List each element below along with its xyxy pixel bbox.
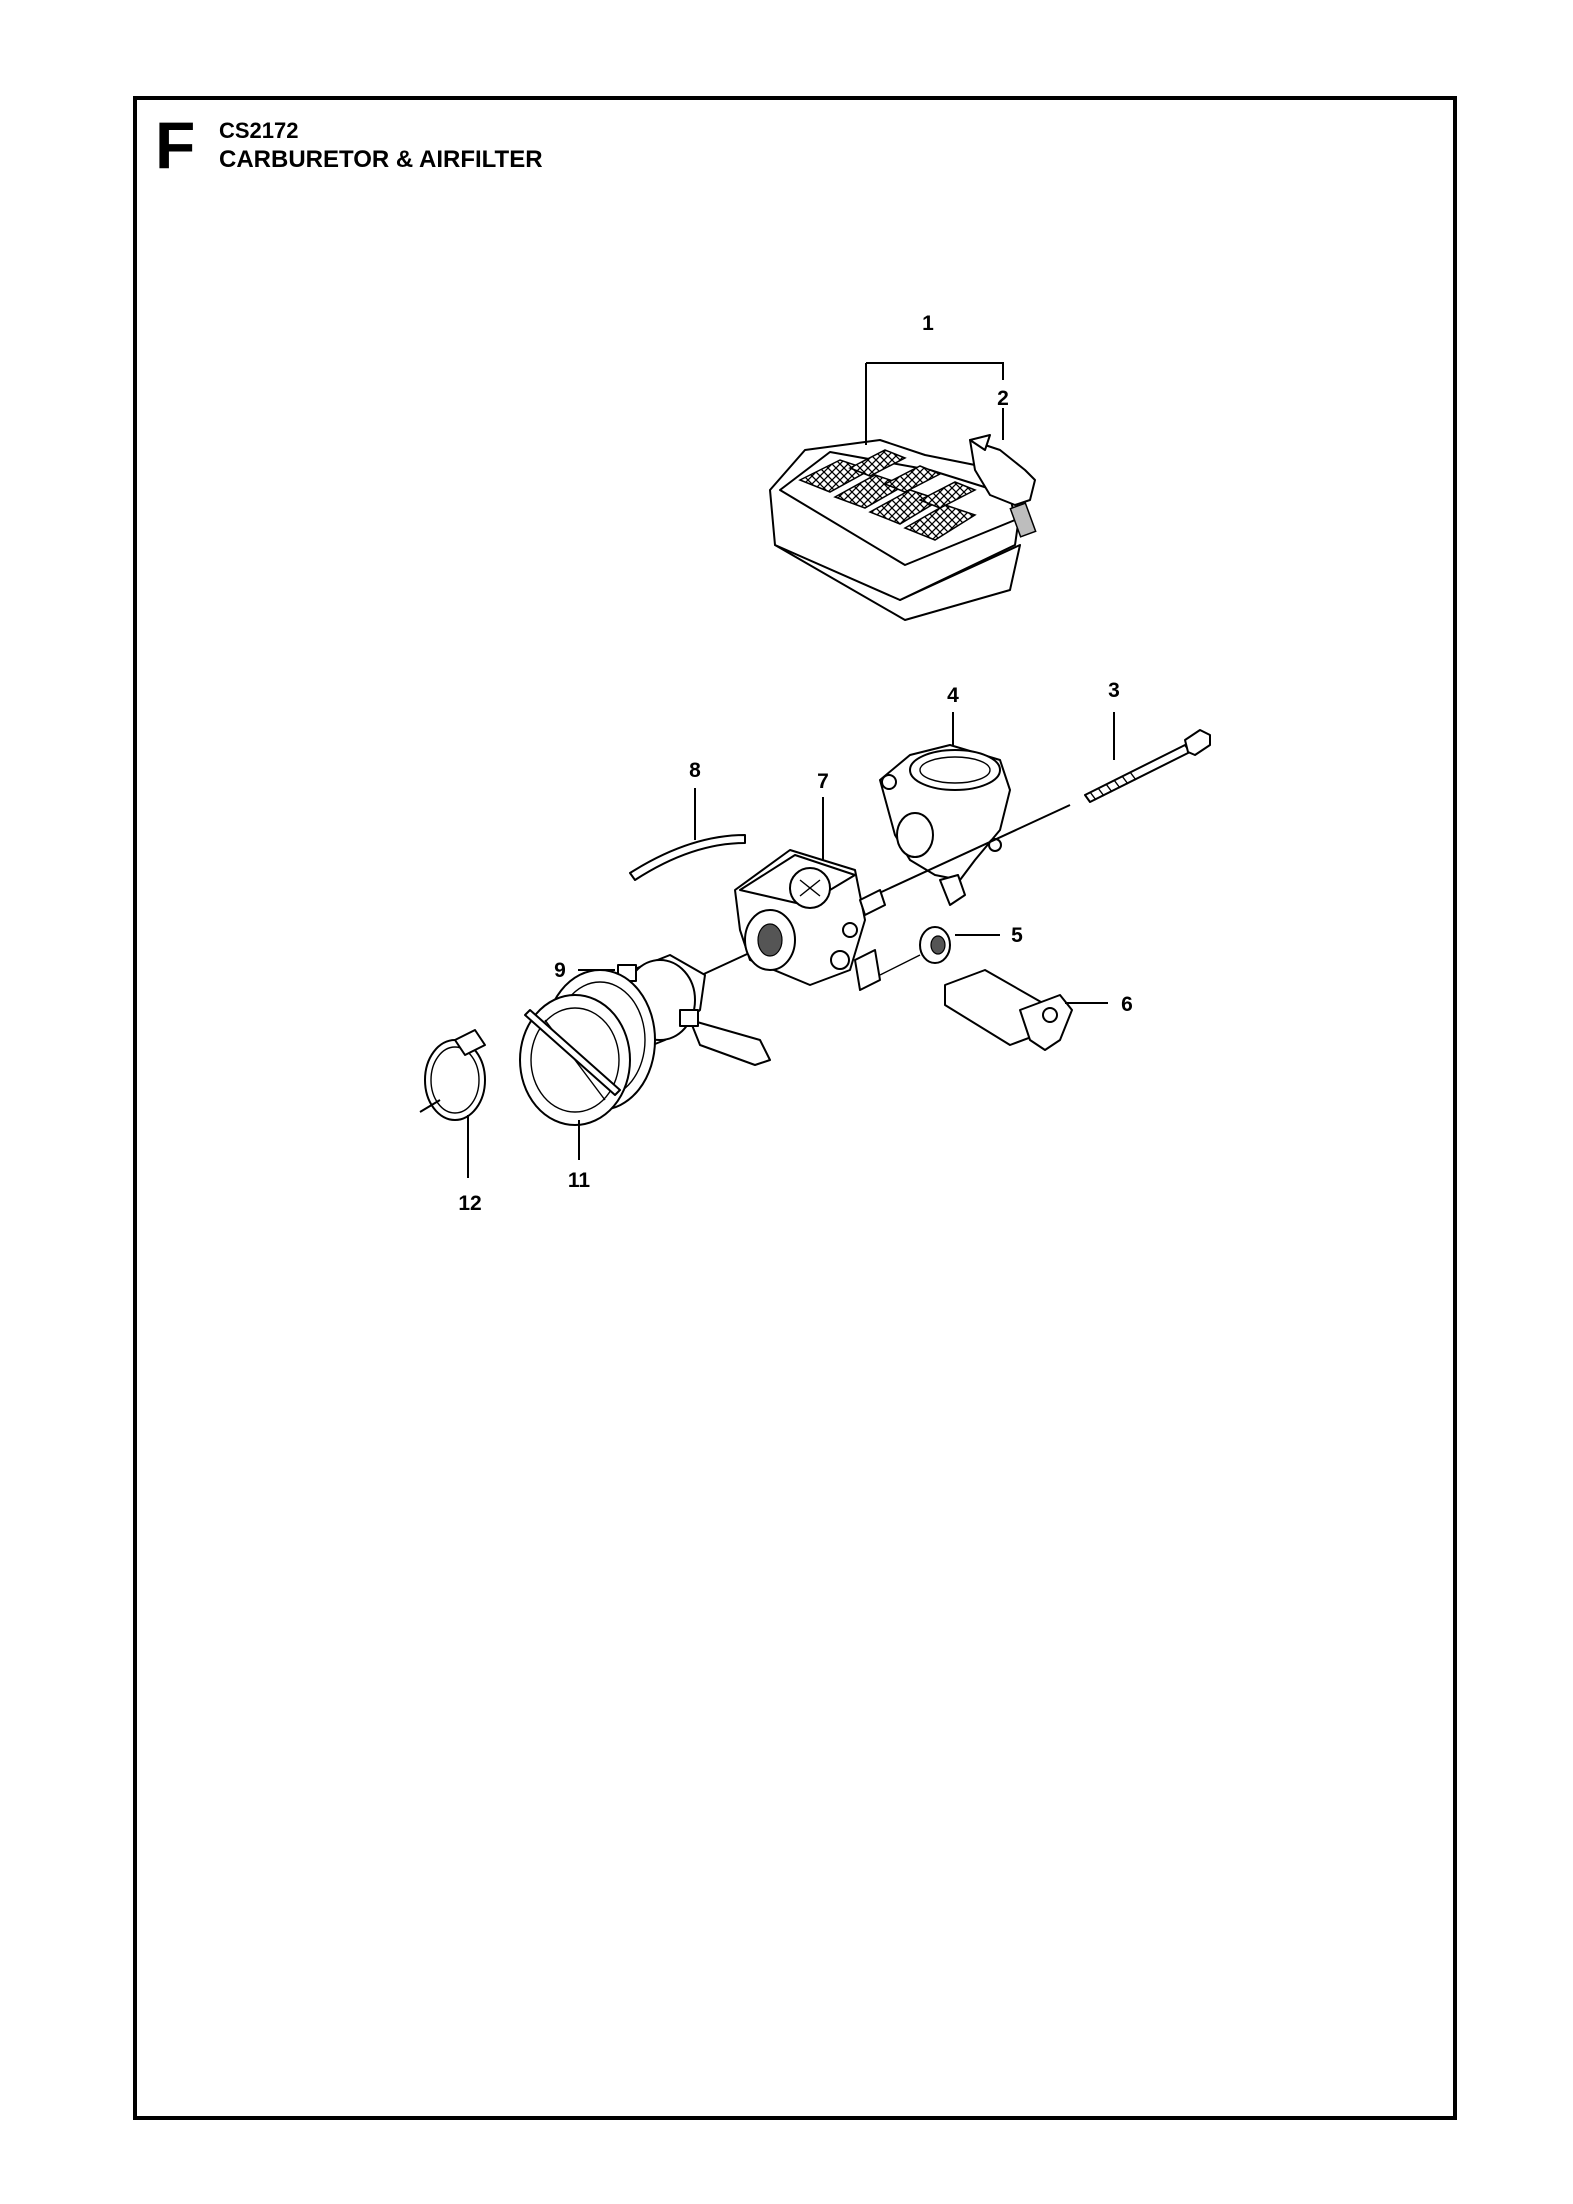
intake-adapter-part xyxy=(879,744,1011,906)
callout-4: 4 xyxy=(947,684,959,707)
callout-2: 2 xyxy=(997,387,1009,410)
section-letter: F xyxy=(155,108,196,182)
leader-1-right xyxy=(866,362,1004,380)
air-filter-part xyxy=(769,434,1037,621)
callout-11: 11 xyxy=(568,1169,591,1192)
callout-12: 12 xyxy=(458,1192,481,1215)
model-number: CS2172 xyxy=(219,118,299,143)
fuel-hose-part xyxy=(629,834,746,881)
callout-5: 5 xyxy=(1011,924,1023,947)
callout-8: 8 xyxy=(689,759,701,782)
intake-boot-part xyxy=(519,969,656,1126)
callout-6: 6 xyxy=(1121,993,1133,1016)
screw-part xyxy=(1084,729,1211,803)
carburetor-part xyxy=(734,849,886,991)
adjuster-part xyxy=(879,926,951,976)
callout-9: 9 xyxy=(554,959,566,982)
choke-rod-part xyxy=(944,969,1073,1051)
callout-7: 7 xyxy=(817,770,829,793)
page-frame xyxy=(133,96,1457,2120)
callout-1: 1 xyxy=(922,312,934,335)
page-title: CARBURETOR & AIRFILTER xyxy=(219,146,543,173)
hose-clamp-part xyxy=(419,1029,486,1121)
callout-3: 3 xyxy=(1108,679,1120,702)
